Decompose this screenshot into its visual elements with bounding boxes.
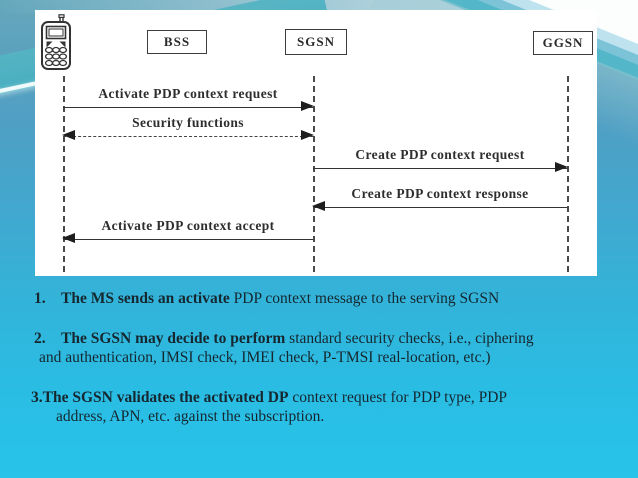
note-text: standard security checks, i.e., cipherin… [285,329,534,347]
lifeline-ms [63,76,65,272]
message-security-functions: Security functions [62,105,314,140]
entity-box-ggsn: GGSN [533,31,593,55]
note-text-bold: The MS sends an activate [61,290,230,307]
note-line: 1. The MS sends an activate PDP context m… [0,289,638,309]
note-item-3: 3.The SGSN validates the activated DP co… [0,388,638,427]
message-activate-pdp-context-request: Activate PDP context request [63,76,314,111]
message-arrow-line [62,130,314,140]
message-arrow-line [62,233,313,243]
note-number: 3. [31,388,43,406]
sequence-diagram-panel: BSS SGSN GGSN Activate PDP context reque… [35,10,597,276]
note-line: 2. The SGSN may decide to perform standar… [0,329,638,349]
lifeline-sgsn [313,76,315,272]
message-create-pdp-context-request: Create PDP context request [313,137,568,172]
arrowhead-left-icon [312,201,325,211]
note-text-bold: The SGSN validates the activated DP [42,388,289,406]
note-line: address, APN, etc. against the subscript… [0,407,638,427]
notes-list: 1. The MS sends an activate PDP context m… [0,289,638,447]
note-text: PDP context message to the serving SGSN [229,290,500,307]
lifeline-ggsn [567,76,569,272]
message-label: Security functions [132,115,244,130]
arrowhead-left-icon [62,233,75,243]
message-arrow-line [63,101,314,111]
arrowhead-right-icon [555,162,568,172]
message-label: Activate PDP context request [98,86,278,101]
note-number: 1. [34,290,46,307]
mobile-phone-icon [41,14,71,70]
note-text: and authentication, IMSI check, IMEI che… [39,349,491,366]
note-line: 3.The SGSN validates the activated DP co… [0,388,638,408]
arrowhead-left-icon [62,130,75,140]
note-item-2: 2. The SGSN may decide to perform standar… [0,329,638,368]
entity-box-bss: BSS [147,30,207,54]
note-text-bold: The SGSN may decide to perform [61,329,286,347]
note-text: context request for PDP type, PDP [288,388,508,406]
note-item-1: 1. The MS sends an activate PDP context m… [0,289,638,309]
message-create-pdp-context-response: Create PDP context response [312,176,567,211]
message-label: Create PDP context request [355,147,525,162]
entity-box-sgsn: SGSN [285,29,347,55]
message-activate-pdp-context-accept: Activate PDP context accept [62,208,313,243]
message-arrow-line [312,201,567,211]
arrowhead-right-icon [301,130,314,140]
note-text: address, APN, etc. against the subscript… [56,408,325,425]
note-number: 2. [34,329,46,347]
message-arrow-line [313,162,568,172]
message-label: Activate PDP context accept [101,218,275,233]
note-line: and authentication, IMSI check, IMEI che… [0,348,638,368]
arrowhead-right-icon [301,101,314,111]
message-label: Create PDP context response [351,186,529,201]
